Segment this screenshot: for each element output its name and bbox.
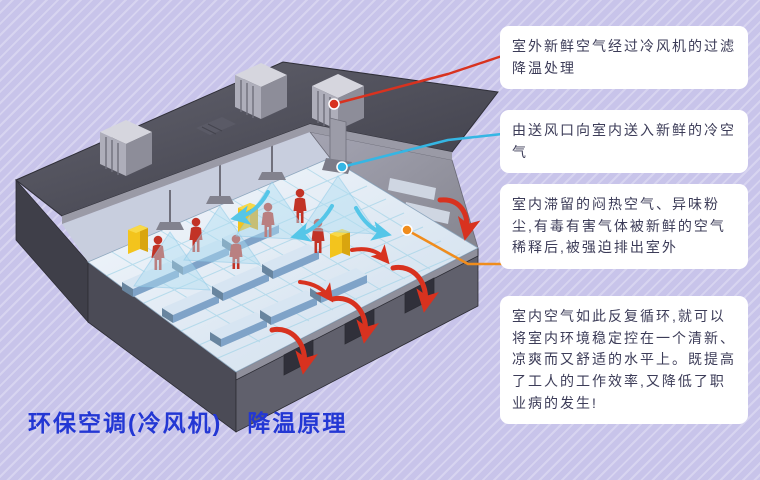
callout-text: 室外新鲜空气经过冷风机的过滤降温处理	[512, 38, 736, 76]
callout-supply-fresh-air: 由送风口向室内送入新鲜的冷空气	[500, 110, 748, 174]
exhaust-arrow	[437, 197, 481, 241]
callout-3-connector-line	[406, 228, 502, 266]
exhaust-arrow	[330, 295, 379, 344]
fresh-air-arrow	[354, 206, 392, 241]
fresh-air-arrows	[230, 190, 392, 242]
fresh-air-arrow	[290, 204, 334, 242]
exhaust-arrow	[350, 244, 390, 265]
exhaust-arrow	[269, 326, 318, 375]
back-inner-wall	[62, 132, 330, 262]
roof-vent-line	[207, 123, 223, 132]
roof	[15, 61, 499, 224]
callout-text: 室内滞留的闷热空气、异味粉尘,有毒有害气体被新鲜的空气稀释后,被强迫排出室外	[512, 196, 726, 256]
roof-cutaway-edge	[62, 124, 452, 224]
callout-2-connector-line	[341, 132, 503, 169]
interior-walls	[62, 131, 479, 262]
roof-vent-patch	[196, 117, 236, 135]
callout-1-anchor-dot	[328, 98, 340, 110]
callout-text: 由送风口向室内送入新鲜的冷空气	[512, 122, 736, 160]
wall-window-slit	[404, 202, 450, 224]
callout-3-anchor-dot	[401, 224, 413, 236]
callout-outdoor-air-filtering: 室外新鲜空气经过冷风机的过滤降温处理	[500, 26, 748, 90]
callout-connectors	[328, 54, 503, 266]
exhaust-arrow	[298, 280, 334, 303]
callout-2-anchor-dot	[336, 161, 348, 173]
callout-text: 室内空气如此反复循环,就可以将室内环境稳定控在一个清新、凉爽而又舒适的水平上。既…	[512, 308, 736, 411]
exhaust-air-arrows	[269, 197, 481, 375]
callout-exhaust-stale-air: 室内滞留的闷热空气、异味粉尘,有毒有害气体被新鲜的空气稀释后,被强迫排出室外	[500, 184, 748, 270]
wall-window-slit	[388, 178, 436, 200]
roof-vent-line	[201, 126, 217, 135]
machine-cabinet	[330, 229, 350, 258]
machine-cabinet	[128, 225, 148, 254]
supply-duct	[329, 117, 347, 165]
callout-1-connector-line	[333, 54, 503, 106]
callout-circulation-benefits: 室内空气如此反复循环,就可以将室内环境稳定控在一个清新、凉爽而又舒适的水平上。既…	[500, 296, 748, 425]
page-title: 环保空调(冷风机) 降温原理	[28, 410, 348, 436]
exhaust-arrow	[390, 264, 439, 313]
fresh-air-arrow	[230, 190, 270, 226]
